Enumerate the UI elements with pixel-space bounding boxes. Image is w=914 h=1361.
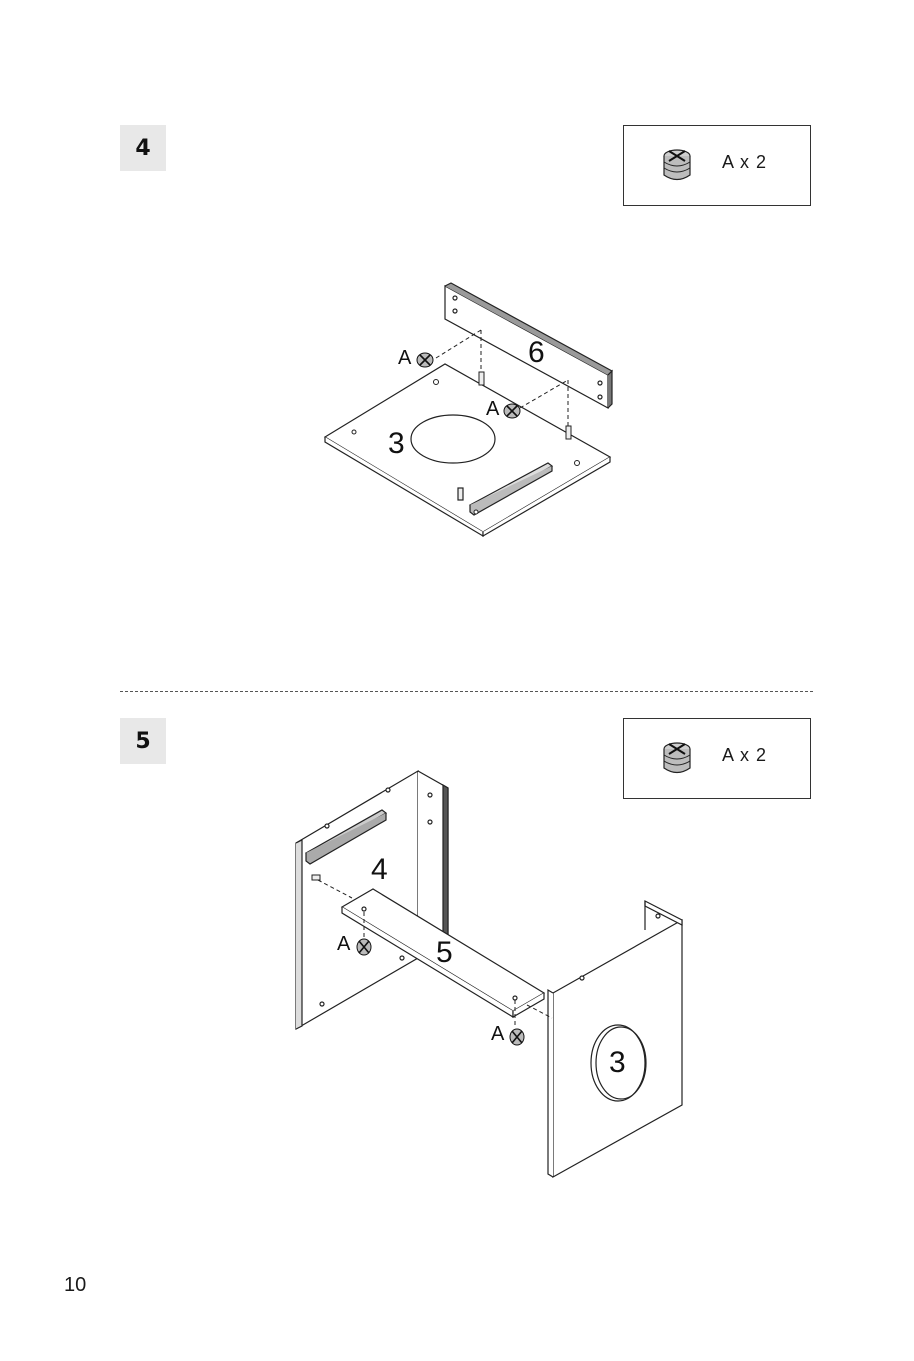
label-a2: A [486,398,500,420]
panel-3-base [325,364,610,536]
cam-fitting-a1 [357,939,371,955]
cam-fitting-a2 [504,404,520,418]
step-divider [120,691,813,692]
panel-3-side [548,901,682,1177]
cam-fitting-a1 [417,353,433,367]
label-a2: A [491,1023,505,1045]
label-panel-5: 5 [436,936,453,969]
page-number: 10 [64,1274,86,1297]
label-panel-3: 3 [388,427,405,460]
step-5-assembly-drawing: A A 4 5 3 [0,700,914,1200]
label-a1: A [337,933,351,955]
step-4-assembly-drawing: A A 6 3 [0,0,914,680]
label-panel-3: 3 [609,1046,626,1079]
label-panel-6: 6 [528,336,545,369]
cam-fitting-a2 [510,1029,524,1045]
label-a1: A [398,347,412,369]
label-panel-4: 4 [371,853,388,886]
